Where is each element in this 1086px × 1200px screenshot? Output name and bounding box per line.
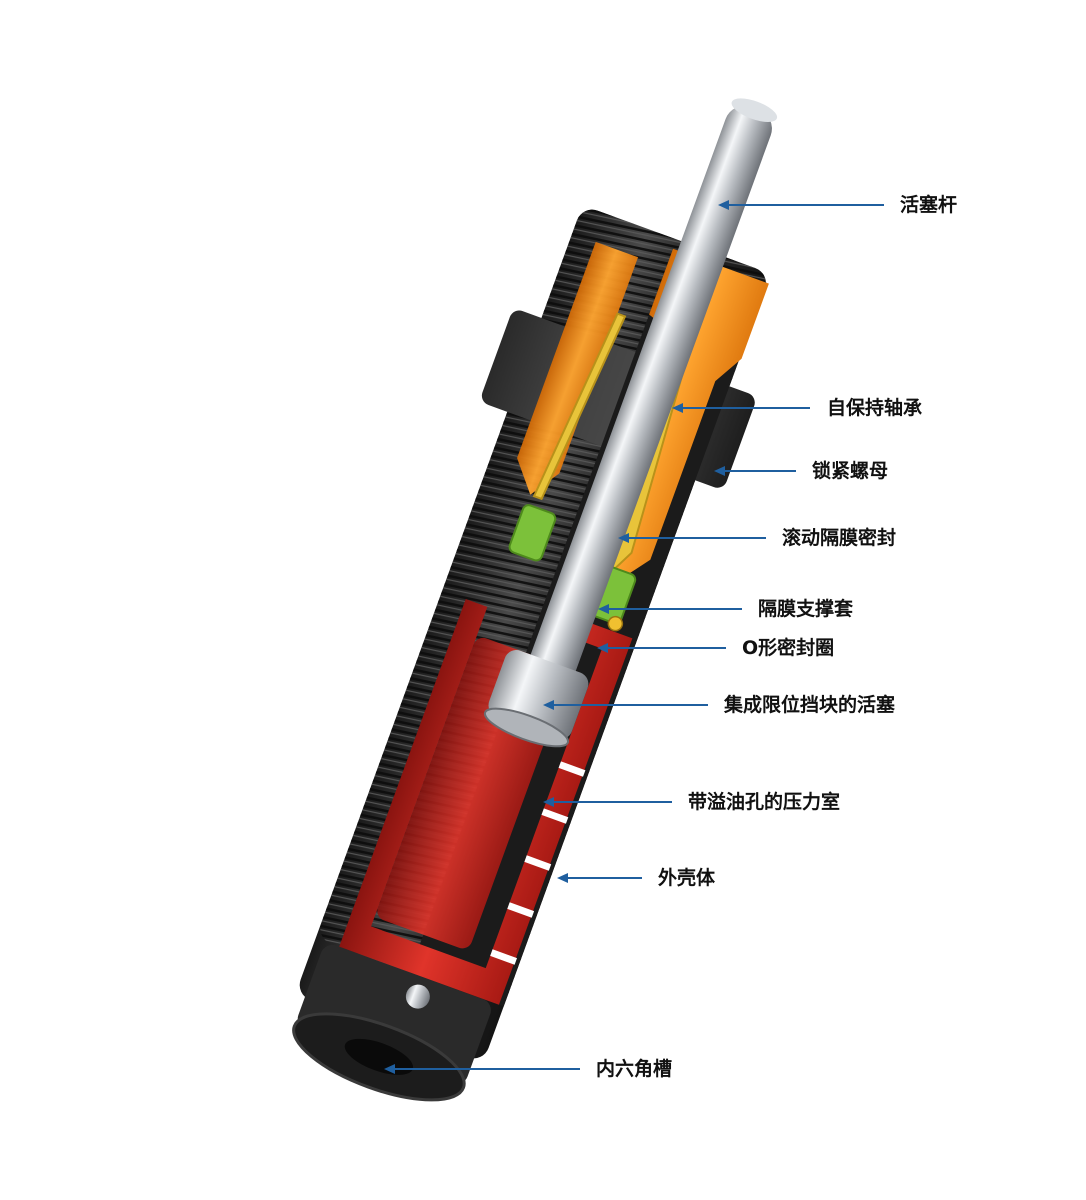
hex-socket-shape — [344, 1038, 414, 1075]
label-piston-with-integrated-stop: 集成限位挡块的活塞 — [723, 693, 896, 716]
leader-arrowhead-piston-rod — [718, 200, 729, 210]
support-sleeve-left — [508, 504, 557, 562]
label-piston-rod: 活塞杆 — [900, 193, 957, 216]
leader-arrowhead-rolling-diaphragm-seal — [618, 533, 629, 543]
label-lock-nut: 锁紧螺母 — [812, 459, 888, 482]
end-cap-shape — [297, 944, 491, 1085]
leader-arrowhead-diaphragm-support-sleeve — [598, 604, 609, 614]
leader-arrowhead-self-retaining-bearing — [672, 403, 683, 413]
leader-lines — [384, 200, 884, 1074]
check-ball — [405, 984, 430, 1009]
label-outer-housing: 外壳体 — [658, 866, 716, 889]
shock-absorber-body — [292, 98, 778, 1102]
leader-arrowhead-outer-housing — [557, 873, 568, 883]
label-pressure-chamber-with-orifices: 带溢油孔的压力室 — [688, 790, 840, 813]
pressure-chamber-shape — [339, 598, 633, 1005]
label-diaphragm-support-sleeve: 隔膜支撑套 — [758, 597, 854, 620]
piston-rod-shape — [526, 105, 772, 694]
o-ring-shape — [607, 615, 624, 632]
label-o-ring: O形密封圈 — [742, 636, 834, 659]
label-rolling-diaphragm-seal: 滚动隔膜密封 — [782, 526, 896, 549]
leader-arrowhead-o-ring — [597, 643, 608, 653]
leader-arrowhead-pressure-chamber-with-orifices — [543, 797, 554, 807]
overflow-holes — [490, 761, 586, 965]
leader-arrowhead-piston-with-integrated-stop — [543, 700, 554, 710]
label-hex-socket: 内六角槽 — [596, 1057, 672, 1080]
diaphragm-left — [532, 312, 627, 501]
leader-arrowhead-hex-socket — [384, 1064, 395, 1074]
piston-rod-tip — [731, 98, 778, 122]
label-self-retaining-bearing: 自保持轴承 — [827, 396, 922, 419]
leader-arrowhead-lock-nut — [714, 466, 725, 476]
piston-face — [483, 707, 570, 748]
callout-labels: 活塞杆 自保持轴承 锁紧螺母 滚动隔膜密封 隔膜支撑套 O形密封圈 集成限位挡块… — [596, 193, 957, 1080]
bearing-left — [517, 241, 639, 495]
